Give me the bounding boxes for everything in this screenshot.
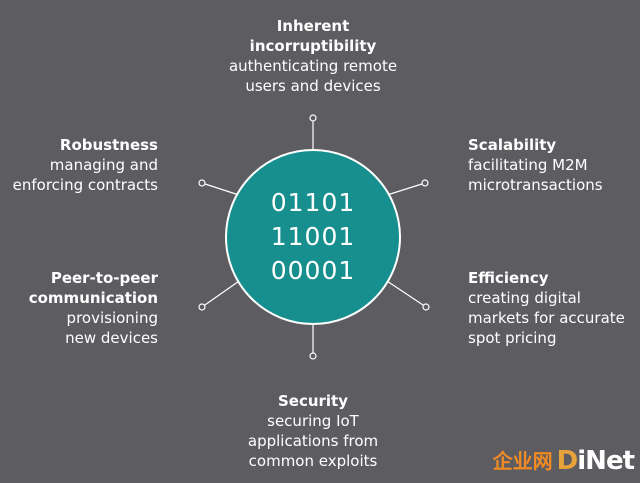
node-description: applications from xyxy=(247,432,379,450)
node-inherent-incorruptibility: Inherent incorruptibility authenticating… xyxy=(205,16,421,96)
node-description: spot pricing xyxy=(468,329,557,347)
binary-hub-circle: 01101 11001 00001 xyxy=(225,149,401,325)
endpoint-dot-top xyxy=(309,114,317,122)
node-peer-to-peer-communication: Peer-to-peer communication provisioning … xyxy=(0,268,158,348)
node-title: Security xyxy=(277,392,349,410)
endpoint-dot-bottom-left xyxy=(198,303,206,311)
node-description: common exploits xyxy=(248,452,378,470)
node-description: managing and xyxy=(49,156,158,174)
endpoint-dot-top-right xyxy=(421,179,429,187)
node-description: securing IoT xyxy=(267,412,359,430)
node-description: enforcing contracts xyxy=(12,176,158,194)
node-description: microtransactions xyxy=(468,176,603,194)
node-title: Peer-to-peer xyxy=(50,269,158,287)
node-title: Inherent xyxy=(276,17,350,35)
node-description: authenticating remote xyxy=(228,57,398,75)
endpoint-dot-bottom-right xyxy=(422,303,430,311)
watermark-text: 企业网 xyxy=(492,449,553,473)
connector-bottom-left xyxy=(201,278,243,308)
node-description: facilitating M2M xyxy=(468,156,588,174)
node-title: communication xyxy=(28,289,158,307)
binary-line: 11001 xyxy=(270,222,356,251)
node-efficiency: Efficiency creating digital markets for … xyxy=(468,268,638,348)
dinet-logo: DiNet xyxy=(556,446,635,476)
node-description: creating digital xyxy=(468,289,581,307)
dinet-logo-rest: iNet xyxy=(577,446,635,476)
endpoint-dot-top-left xyxy=(198,179,206,187)
node-scalability: Scalability facilitating M2M microtransa… xyxy=(468,135,638,195)
node-title: Scalability xyxy=(468,136,557,154)
node-robustness: Robustness managing and enforcing contra… xyxy=(0,135,158,195)
dinet-logo-d: D xyxy=(556,446,579,476)
node-title: incorruptibility xyxy=(249,37,377,55)
node-description: markets for accurate xyxy=(468,309,625,327)
node-title: Efficiency xyxy=(468,269,549,287)
connector-top-right xyxy=(383,182,426,197)
node-title: Robustness xyxy=(59,136,158,154)
connector-bottom-right xyxy=(383,278,427,308)
node-description: new devices xyxy=(65,329,158,347)
binary-line: 00001 xyxy=(270,256,356,285)
node-description: provisioning xyxy=(66,309,158,327)
binary-line: 01101 xyxy=(270,188,356,217)
node-security: Security securing IoT applications from … xyxy=(205,391,421,471)
node-description: users and devices xyxy=(245,77,381,95)
endpoint-dot-bottom xyxy=(309,352,317,360)
watermark-logo: 企业网 DiNet xyxy=(492,446,635,476)
